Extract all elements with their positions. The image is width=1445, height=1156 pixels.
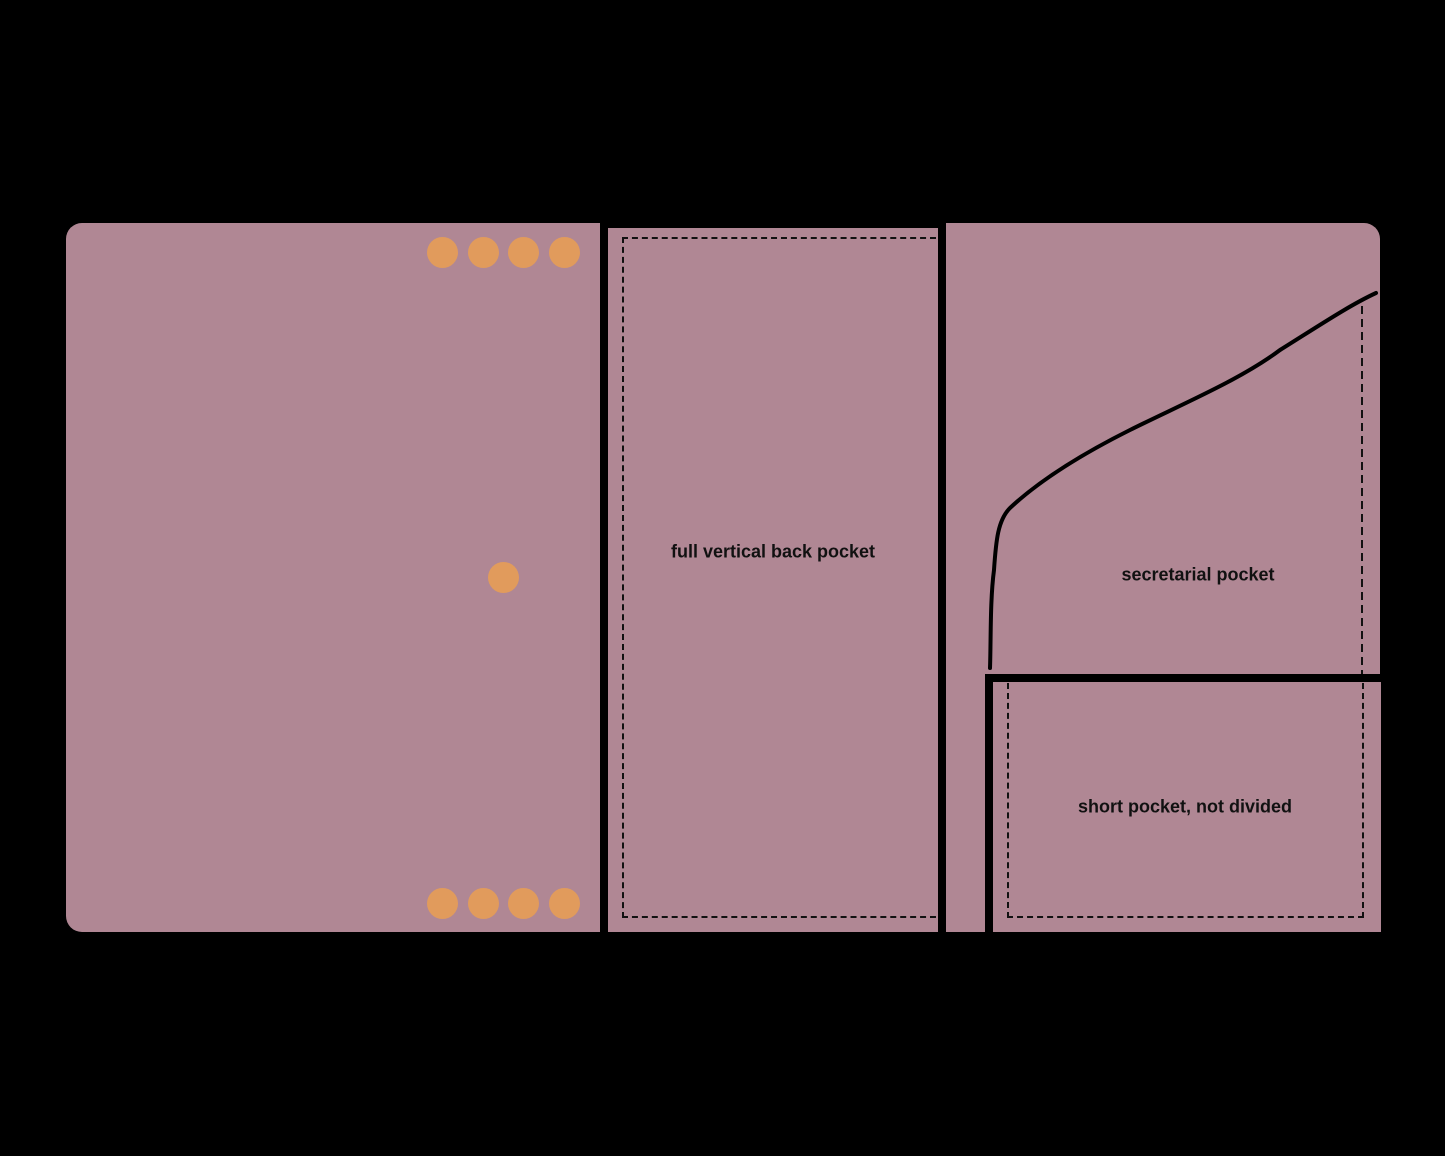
full-vertical-back-pocket-label: full vertical back pocket	[670, 541, 876, 562]
short-pocket	[985, 674, 1389, 940]
snap-dot	[549, 888, 580, 919]
snap-dot	[549, 237, 580, 268]
snap-dot	[508, 237, 539, 268]
short-pocket-stitch-line	[1007, 683, 1364, 918]
mid-pocket-stitch-line	[622, 237, 936, 918]
secretarial-pocket-label: secretarial pocket	[1121, 564, 1275, 585]
snap-dot	[427, 888, 458, 919]
snap-dot	[468, 237, 499, 268]
snap-dot	[468, 888, 499, 919]
snap-dot	[427, 237, 458, 268]
short-pocket-label: short pocket, not divided	[1077, 796, 1293, 817]
secretarial-pocket-curve	[988, 291, 1378, 670]
full-vertical-back-pocket	[600, 220, 946, 940]
snap-dot-center	[488, 562, 519, 593]
snap-dot	[508, 888, 539, 919]
